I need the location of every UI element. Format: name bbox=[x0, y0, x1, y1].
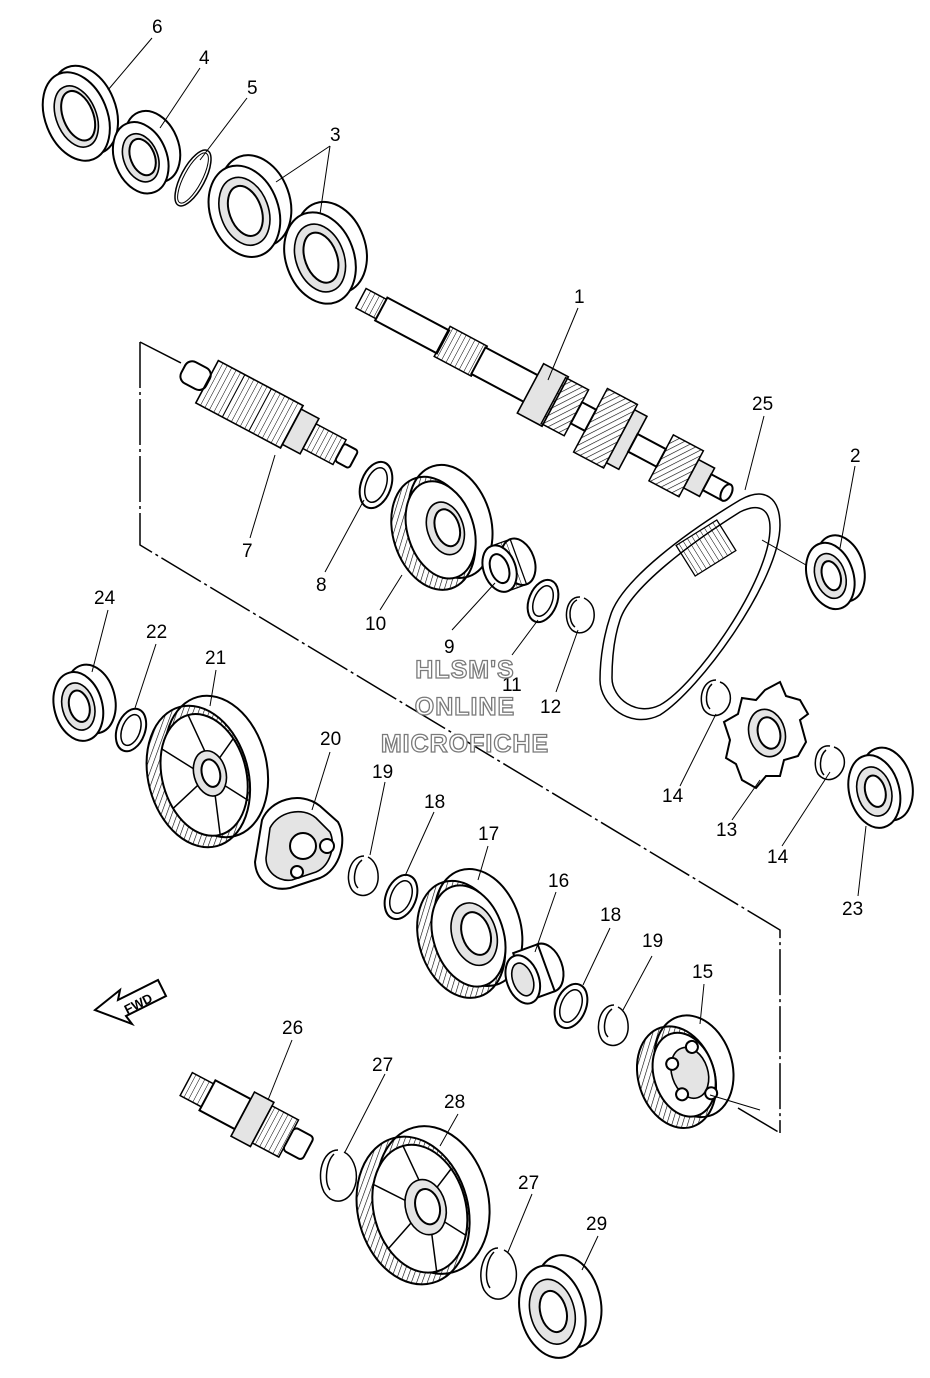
callout-2: 2 bbox=[850, 446, 861, 467]
dog-clutch-15 bbox=[635, 1014, 735, 1130]
circlip-27a bbox=[319, 1149, 358, 1202]
bearing-3a bbox=[207, 154, 293, 258]
collar-4 bbox=[111, 109, 182, 195]
watermark-line-3: MICROFICHE bbox=[381, 730, 549, 758]
bearing-3b bbox=[283, 200, 368, 305]
callout-6: 6 bbox=[152, 17, 163, 38]
watermark-line-1: HLSM'S bbox=[415, 656, 514, 684]
drive-shaft-26 bbox=[179, 1071, 314, 1160]
circlip-27b bbox=[480, 1247, 518, 1300]
bushing-16 bbox=[504, 942, 565, 1005]
sprocket-13 bbox=[722, 680, 810, 790]
callout-labels: 1 2 3 4 5 6 7 8 9 10 11 12 13 14 14 15 1… bbox=[94, 17, 863, 1235]
washer-8 bbox=[358, 460, 394, 510]
callout-5: 5 bbox=[247, 78, 258, 99]
washer-18b bbox=[553, 982, 589, 1030]
circlip-19b bbox=[597, 1004, 629, 1047]
callout-12: 12 bbox=[540, 697, 561, 718]
main-axle-1 bbox=[354, 287, 734, 502]
circlip-12 bbox=[565, 596, 595, 634]
callout-24: 24 bbox=[94, 588, 116, 609]
washer-22 bbox=[114, 707, 148, 753]
callout-23: 23 bbox=[842, 899, 863, 920]
leader-lines bbox=[91, 37, 867, 1271]
bearing-2 bbox=[805, 534, 866, 611]
bearing-24 bbox=[52, 663, 117, 742]
watermark-line-2: ONLINE bbox=[415, 693, 515, 721]
gear-10 bbox=[390, 463, 494, 591]
needle-bearing-9 bbox=[481, 537, 537, 593]
watermark: HLSM'S ONLINE MICROFICHE bbox=[380, 655, 549, 758]
callout-16: 16 bbox=[548, 871, 569, 892]
fwd-label: FWD bbox=[122, 990, 155, 1017]
assembly-outline-bottom bbox=[737, 1107, 781, 1134]
callout-25: 25 bbox=[752, 394, 773, 415]
callout-3: 3 bbox=[330, 125, 341, 146]
assembly-outline-top bbox=[139, 341, 186, 366]
gear-28 bbox=[355, 1125, 491, 1286]
assembly-outline bbox=[139, 342, 781, 1133]
callout-8: 8 bbox=[316, 575, 327, 596]
shift-cam-20 bbox=[253, 797, 344, 890]
callout-13: 13 bbox=[716, 820, 737, 841]
callout-19a: 19 bbox=[372, 762, 393, 783]
oil-seal-6 bbox=[41, 64, 119, 162]
callout-7: 7 bbox=[242, 541, 253, 562]
callout-20: 20 bbox=[320, 729, 341, 750]
bearing-23 bbox=[847, 746, 914, 829]
circlip-19a bbox=[347, 855, 379, 897]
callout-26: 26 bbox=[282, 1018, 303, 1039]
callout-15: 15 bbox=[692, 962, 713, 983]
circlip-14b bbox=[814, 745, 846, 781]
gear-17 bbox=[416, 867, 524, 999]
callout-1: 1 bbox=[574, 287, 585, 308]
callout-10: 10 bbox=[365, 614, 386, 635]
callout-11: 11 bbox=[502, 675, 522, 696]
circlip-14a bbox=[700, 679, 732, 717]
callout-21: 21 bbox=[205, 648, 226, 669]
callout-4: 4 bbox=[199, 48, 210, 69]
washer-18a bbox=[383, 873, 419, 921]
bearing-29 bbox=[518, 1254, 603, 1359]
callout-18b: 18 bbox=[600, 905, 621, 926]
washer-11 bbox=[526, 578, 560, 624]
callout-27a: 27 bbox=[372, 1055, 393, 1076]
callout-28: 28 bbox=[444, 1092, 465, 1113]
callout-9: 9 bbox=[444, 637, 455, 658]
drive-chain-25 bbox=[599, 493, 781, 721]
callout-17: 17 bbox=[478, 824, 499, 845]
callout-14b: 14 bbox=[767, 847, 789, 868]
callout-22: 22 bbox=[146, 622, 167, 643]
callout-29: 29 bbox=[586, 1214, 607, 1235]
gear-21 bbox=[145, 694, 270, 849]
callout-19b: 19 bbox=[642, 931, 663, 952]
callout-18a: 18 bbox=[424, 792, 445, 813]
fwd-arrow-icon: FWD bbox=[93, 978, 168, 1027]
secondary-shaft-7 bbox=[179, 359, 359, 469]
callout-27b: 27 bbox=[518, 1173, 539, 1194]
callout-14a: 14 bbox=[662, 786, 684, 807]
